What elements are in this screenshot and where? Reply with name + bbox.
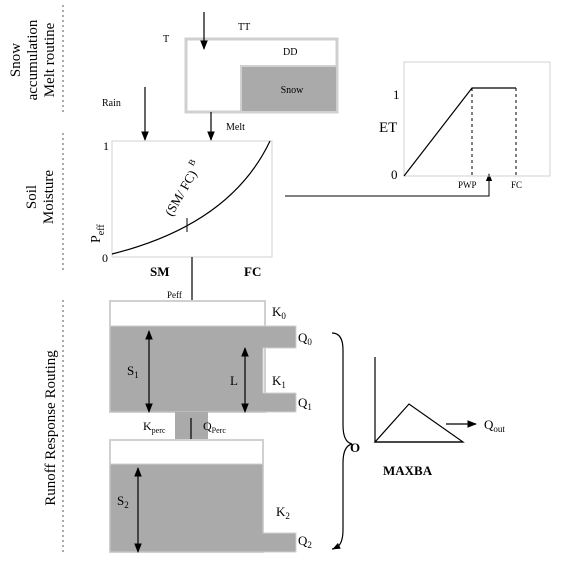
dd-label: DD <box>283 47 297 58</box>
brace-bottom-arrow <box>332 542 341 550</box>
section-label-melt: Melt routine <box>42 22 58 97</box>
et-curve <box>403 87 516 177</box>
section-label-runoff: Runoff Response Routing <box>43 350 59 506</box>
melt-label: Melt <box>226 122 245 133</box>
section-label-soil-2: Moisture <box>41 170 57 225</box>
sm-curve-label: (SM/ FC)B <box>159 157 205 218</box>
section-label-snow-2: accumulation <box>25 19 41 100</box>
section-label-soil-1: Soil <box>24 185 40 209</box>
q2-label: Q2 <box>298 533 312 550</box>
sm-y-label: Peff <box>89 224 107 243</box>
qout-label: Qout <box>484 417 505 434</box>
snow-label: Snow <box>281 85 305 96</box>
q1-label: Q1 <box>298 395 312 412</box>
maxba-triangle <box>373 403 465 443</box>
maxba-axes <box>374 357 463 443</box>
t-label: T <box>163 34 169 45</box>
k2-label: K2 <box>276 504 290 521</box>
peff-label: Peff <box>167 290 182 300</box>
et-y-label: ET <box>379 120 397 136</box>
sm-chart-frame <box>111 140 273 258</box>
upper-tank-water <box>109 325 297 413</box>
l-label: L <box>230 373 238 388</box>
sm-x-sm: SM <box>150 264 170 279</box>
et-chart-frame <box>403 61 551 177</box>
maxba-label: MAXBA <box>383 463 433 478</box>
lower-tank-water <box>109 463 297 553</box>
sm-y-top: 1 <box>103 139 109 153</box>
sm-y-bottom: 0 <box>102 251 108 265</box>
sm-curve <box>111 140 271 255</box>
k1-label: K1 <box>272 373 286 390</box>
et-y-top: 1 <box>393 87 400 102</box>
sm-x-fc: FC <box>244 264 261 279</box>
s2-label: S2 <box>117 493 129 510</box>
qperc-label: QPerc <box>203 419 226 435</box>
k0-label: K0 <box>272 304 286 321</box>
summation-brace <box>331 332 353 550</box>
o-label: O <box>350 440 360 455</box>
tt-label: TT <box>238 22 250 33</box>
et-y-bottom: 0 <box>391 167 398 182</box>
sm-to-et-connector <box>285 173 493 197</box>
section-label-snow-1: Snow <box>8 43 24 77</box>
q0-label: Q0 <box>298 330 312 347</box>
snow-pack <box>240 65 338 113</box>
et-x-fc: FC <box>511 180 522 190</box>
s1-label: S1 <box>127 363 139 380</box>
rain-label: Rain <box>102 98 121 109</box>
et-x-pwp: PWP <box>458 180 477 190</box>
kperc-label: Kperc <box>143 419 166 435</box>
